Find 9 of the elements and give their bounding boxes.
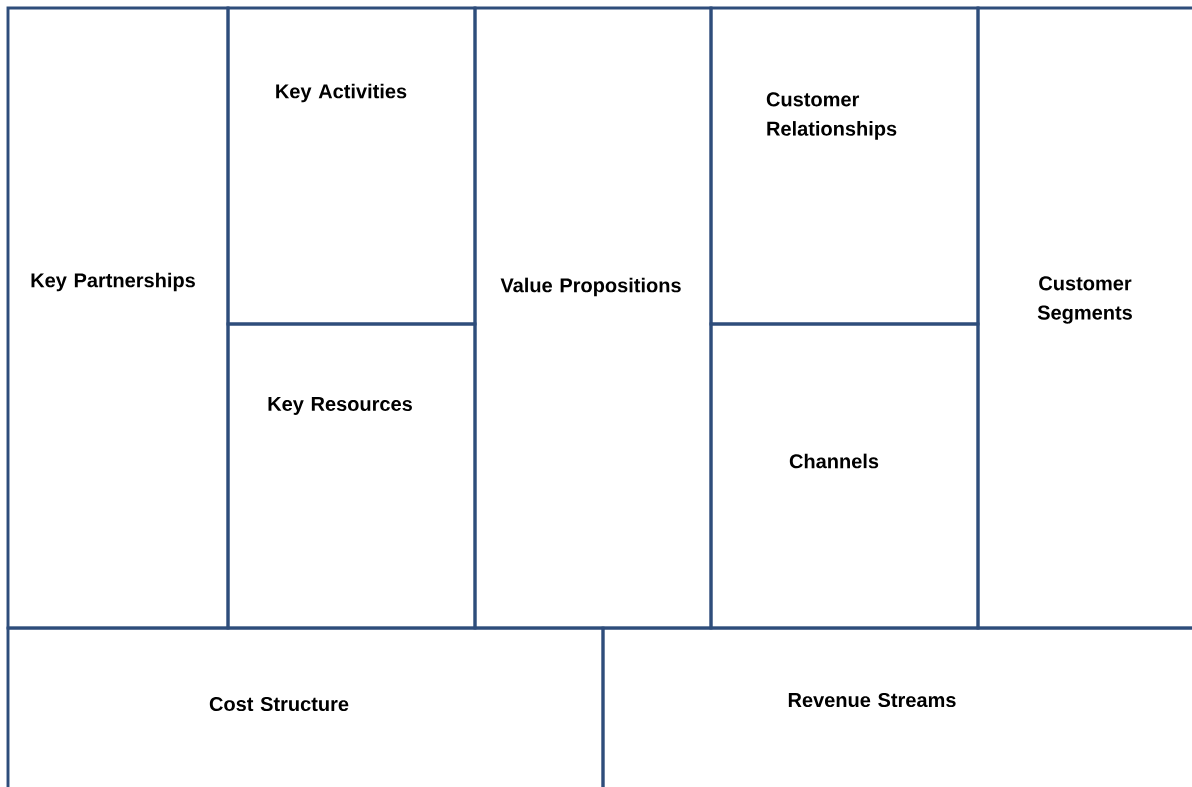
canvas-box: Key Partnerships xyxy=(6,6,230,630)
canvas-box: Key Activities xyxy=(226,6,477,326)
canvas-box: Customer Relationships xyxy=(709,6,980,326)
canvas-box: Customer Segments xyxy=(976,6,1192,630)
canvas-box: Cost Structure xyxy=(6,626,605,787)
canvas-box: Key Resources xyxy=(226,322,477,630)
canvas-box: Channels xyxy=(709,322,980,630)
canvas-box: Revenue Streams xyxy=(601,626,1192,787)
canvas-box: Value Propositions xyxy=(473,6,713,630)
